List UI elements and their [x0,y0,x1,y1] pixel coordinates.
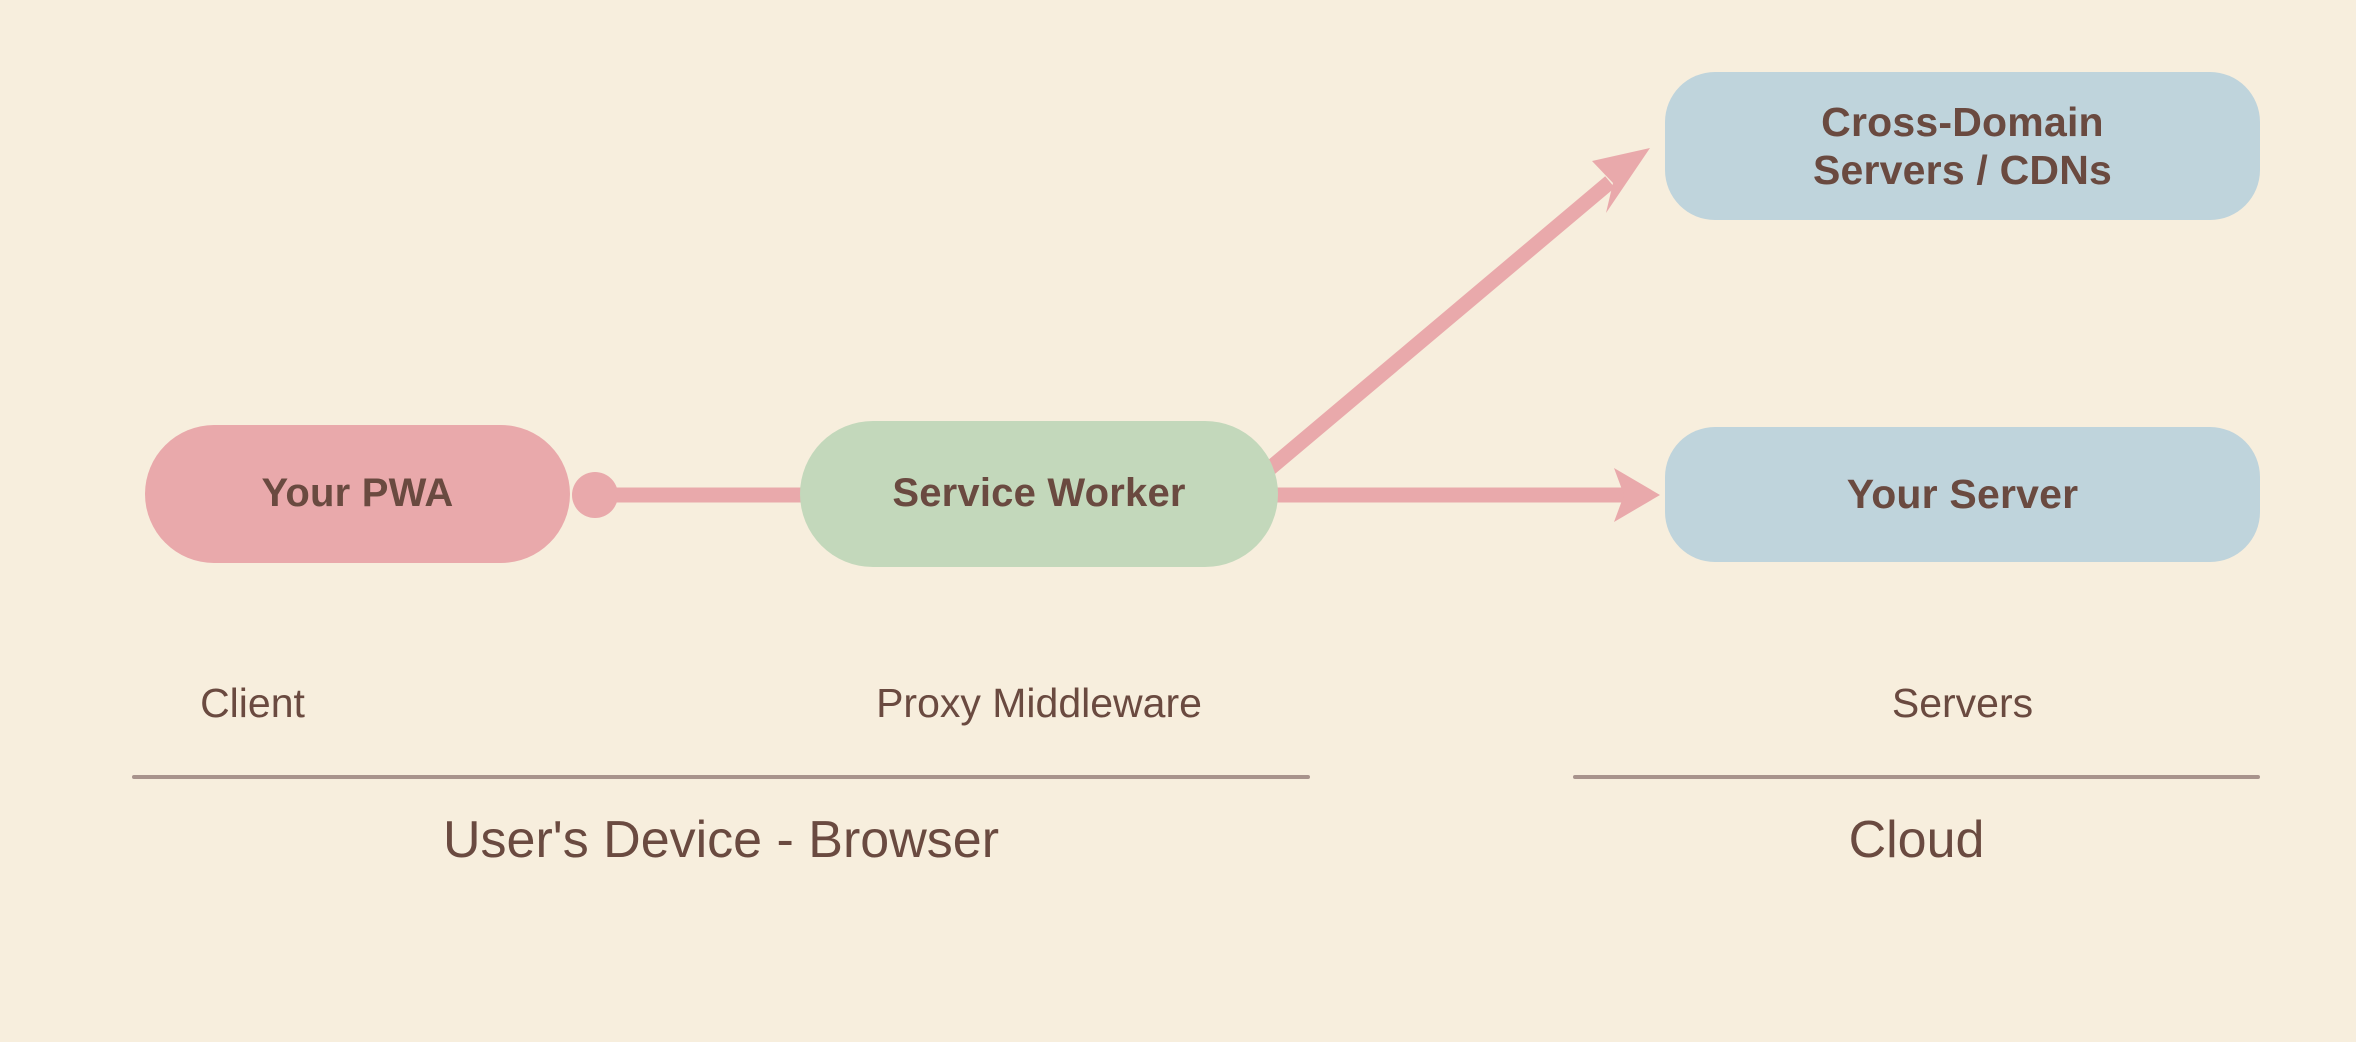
node-your-pwa[interactable]: Your PWA [145,425,570,563]
connector-service-worker-to-your-server [1272,468,1660,522]
group-caption-proxy-middleware: Proxy Middleware [876,680,1202,726]
group-caption-servers: Servers [1891,680,2034,726]
node-your-server[interactable]: Your Server [1665,427,2260,562]
divider-cloud [1573,775,2260,779]
node-service-worker[interactable]: Service Worker [800,421,1278,567]
node-your-pwa-label: Your PWA [261,471,454,516]
connector-circle-endpoint [572,472,618,518]
group-caption-client: Client [200,680,305,726]
divider-user-device [132,775,1310,779]
zone-caption-cloud: Cloud [1848,811,1985,869]
zone-caption-user-device-browser: User's Device - Browser [442,811,1000,869]
node-cross-domain-servers[interactable]: Cross-Domain Servers / CDNs [1665,72,2260,220]
connector-service-worker-to-cross-domain [1263,148,1650,476]
node-your-server-label: Your Server [1846,471,2079,518]
node-cross-domain-servers-label: Cross-Domain Servers / CDNs [1812,98,2113,193]
node-service-worker-label: Service Worker [892,471,1186,516]
connector-pwa-to-service-worker [572,472,805,518]
